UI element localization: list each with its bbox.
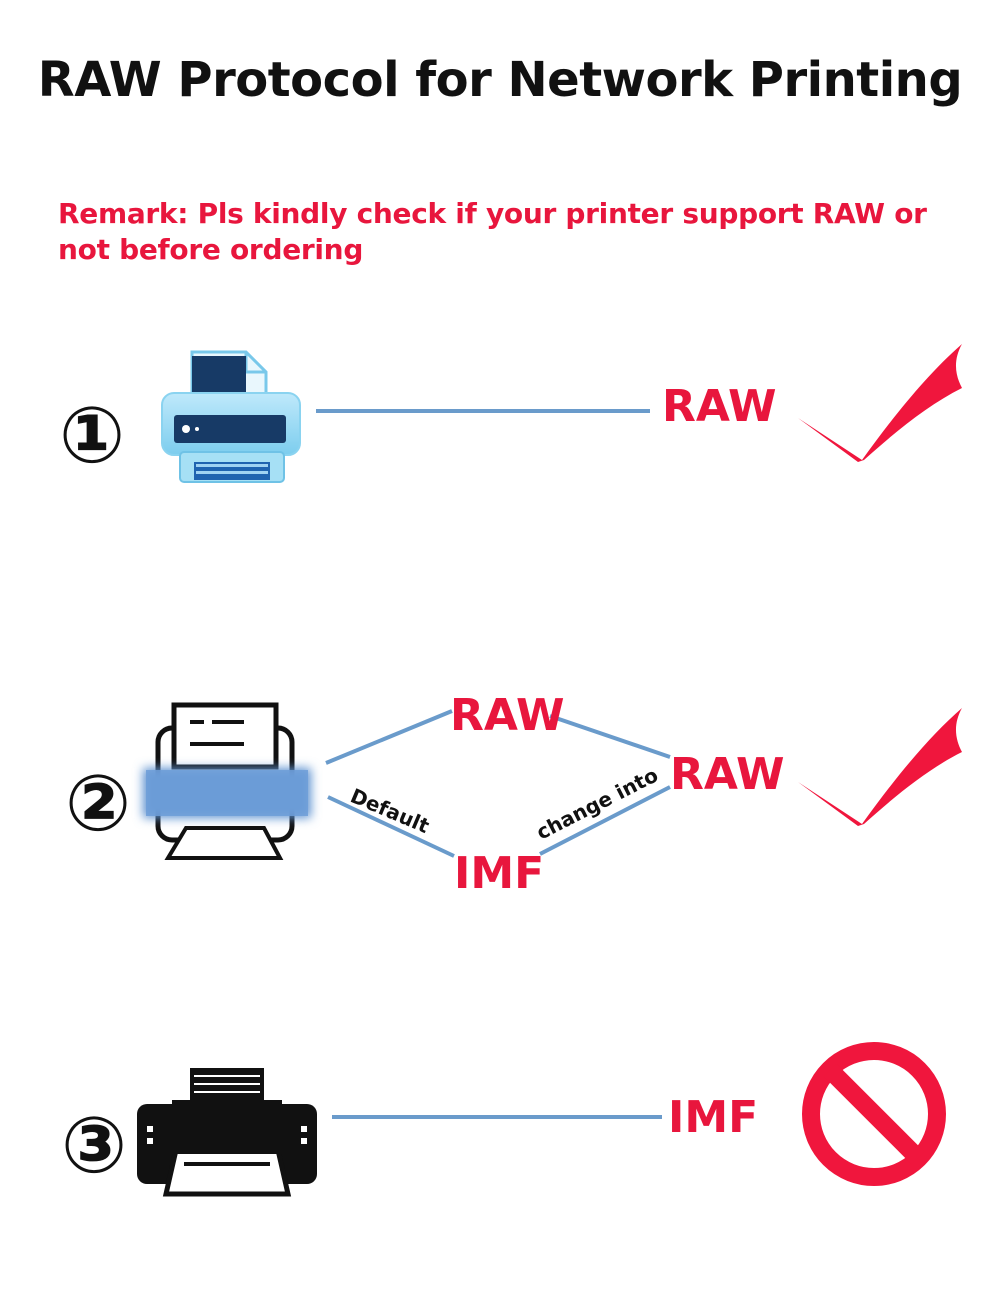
printer-3-icon bbox=[137, 1068, 317, 1197]
row-2-top-label: RAW bbox=[450, 690, 565, 741]
row-1-number: ① bbox=[59, 391, 125, 481]
row-3-number: ③ bbox=[61, 1101, 127, 1191]
row-2-protocol-label: RAW bbox=[670, 749, 785, 800]
row-3-protocol-label: IMF bbox=[668, 1092, 758, 1143]
row-2: ② RAW IMF Default change into RAW bbox=[65, 690, 962, 899]
row-2-change-text: change into bbox=[532, 763, 661, 845]
row-1: ① 10000010 RAW bbox=[59, 344, 962, 483]
row-3: ③ IMF bbox=[61, 1042, 946, 1197]
printer-2-icon bbox=[143, 702, 311, 860]
row-1-protocol-label: RAW bbox=[662, 381, 777, 432]
printer-1-icon: 10000010 bbox=[161, 350, 301, 483]
checkmark-icon bbox=[798, 344, 962, 462]
remark-note: Remark: Pls kindly check if your printer… bbox=[58, 197, 927, 266]
row-2-upper-right-line bbox=[549, 714, 671, 759]
row-2-lower-left-line bbox=[327, 795, 455, 858]
row-2-upper-left-line bbox=[325, 709, 453, 765]
checkmark-icon bbox=[798, 708, 962, 826]
row-2-bottom-label: IMF bbox=[454, 848, 544, 899]
prohibited-icon bbox=[802, 1042, 946, 1186]
row-2-lower-right-line bbox=[539, 785, 671, 856]
page-title: RAW Protocol for Network Printing bbox=[37, 52, 963, 108]
row-2-default-text: Default bbox=[347, 784, 433, 839]
row-2-number: ② bbox=[65, 759, 131, 849]
